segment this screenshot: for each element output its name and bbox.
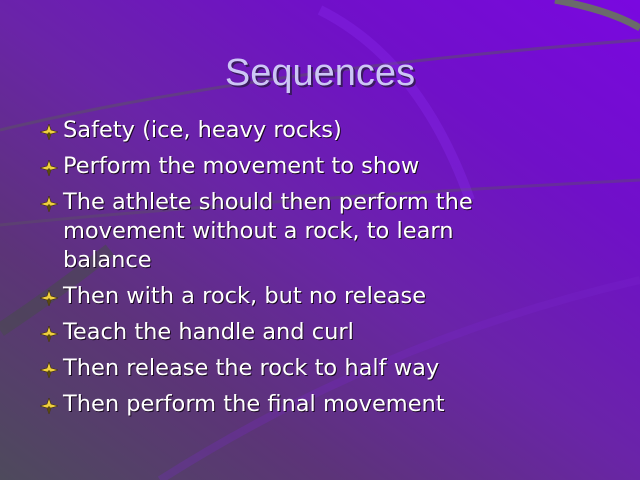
slide-title: Sequences (224, 52, 416, 94)
gold-star-diamond-icon (40, 398, 58, 414)
bullet-text: Safety (ice, heavy rocks) (63, 117, 342, 143)
bullet-item: Perform the movement to show (40, 152, 540, 181)
gold-star-diamond-icon (40, 196, 58, 212)
bullet-text: Then with a rock, but no release (63, 283, 427, 309)
bullet-text: Perform the movement to show (63, 153, 420, 179)
gold-star-diamond-icon (40, 362, 58, 378)
gold-star-diamond-icon (40, 160, 58, 176)
bullet-item: Then release the rock to half way (40, 354, 540, 383)
bullet-item: Then perform the final movement (40, 390, 540, 419)
bullet-item: Teach the handle and curl (40, 318, 540, 347)
bullet-text: The athlete should then perform the move… (63, 189, 473, 273)
gold-star-diamond-icon (40, 290, 58, 306)
bullet-item: Safety (ice, heavy rocks) (40, 116, 540, 145)
bullet-text: Then release the rock to half way (63, 355, 440, 381)
gold-star-diamond-icon (40, 326, 58, 342)
bullet-list: Safety (ice, heavy rocks) Perform the mo… (40, 116, 540, 426)
bullet-item: Then with a rock, but no release (40, 282, 540, 311)
gold-star-diamond-icon (40, 124, 58, 140)
bullet-text: Teach the handle and curl (63, 319, 354, 345)
bullet-text: Then perform the final movement (63, 391, 445, 417)
bullet-item: The athlete should then perform the move… (40, 188, 540, 275)
